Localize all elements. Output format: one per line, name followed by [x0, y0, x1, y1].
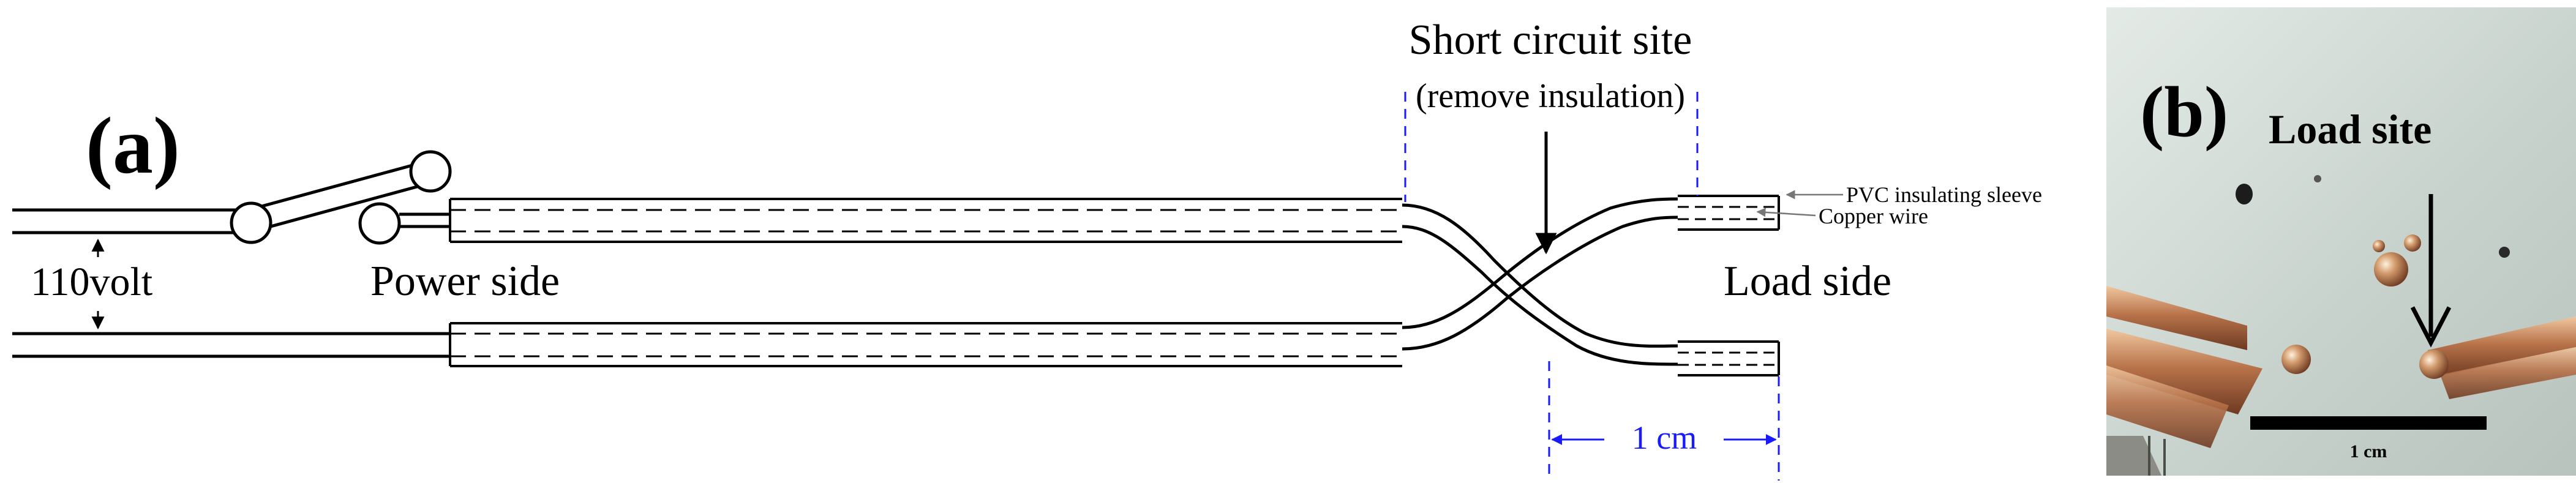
- panel-a-label: (a): [86, 100, 180, 190]
- copper-beads: [2281, 234, 2421, 374]
- photo-canvas: 1 cm (b) Load site: [2106, 7, 2576, 476]
- left-copper-wires: [2106, 286, 2262, 476]
- load-side-label: Load side: [1724, 258, 1891, 305]
- copper-label: Copper wire: [1819, 204, 1928, 228]
- power-feed-lines: [12, 208, 450, 358]
- short-circuit-note: (remove insulation): [1416, 77, 1685, 115]
- copper-pointer: [1756, 208, 1816, 217]
- load-side-sleeves: [1678, 195, 1780, 376]
- load-site-label: Load site: [2269, 106, 2431, 152]
- right-copper-wires: [2419, 316, 2576, 399]
- pvc-label: PVC insulating sleeve: [1846, 182, 2042, 207]
- panel-b-photo: 1 cm (b) Load site: [2106, 7, 2576, 476]
- twisted-wires: [1402, 197, 1678, 366]
- short-circuit-title: Short circuit site: [1409, 17, 1692, 64]
- voltage-label: 110volt: [31, 260, 152, 304]
- upper-insulated-wire: [449, 198, 1402, 243]
- load-site-arrowhead: [2410, 306, 2452, 348]
- power-side-label: Power side: [370, 258, 560, 305]
- scale-label-b: 1 cm: [2350, 441, 2387, 462]
- panel-b-label: (b): [2140, 72, 2228, 152]
- lower-insulated-wire: [449, 322, 1402, 367]
- dimension-guides: [1404, 92, 1780, 481]
- scale-label-a: 1 cm: [1632, 419, 1697, 456]
- switch: [230, 150, 452, 245]
- scale-bar: [2250, 416, 2487, 430]
